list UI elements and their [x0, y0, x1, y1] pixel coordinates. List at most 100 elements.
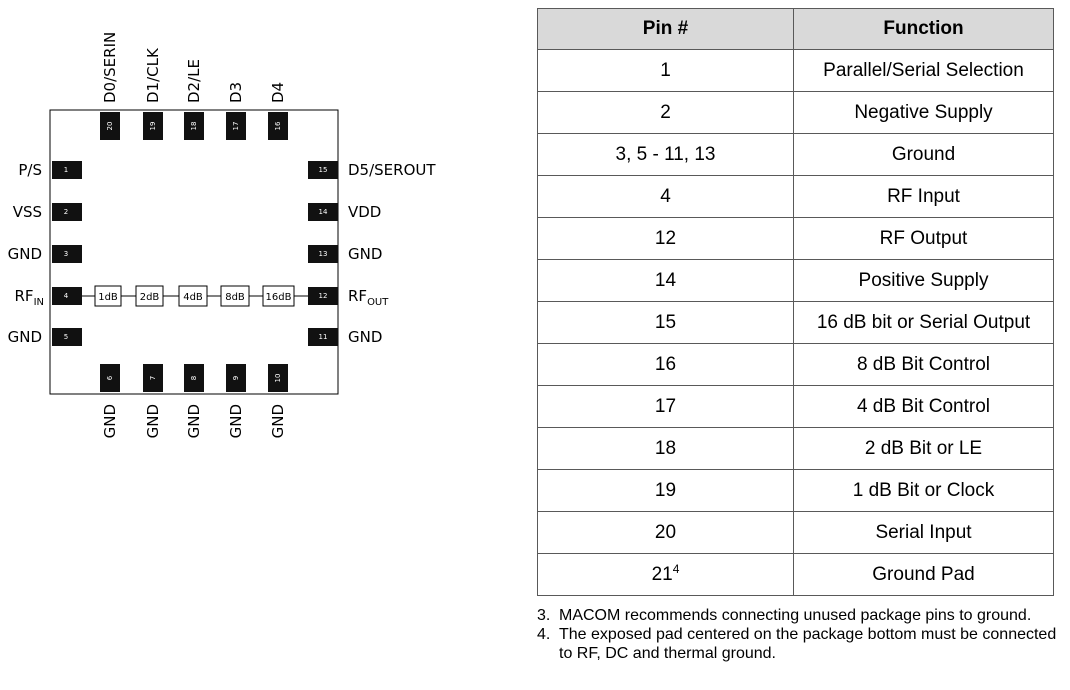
- pin-number: 17: [654, 395, 677, 417]
- pin-signal-label: D5/SEROUT: [348, 161, 436, 179]
- pin-number-label: 19: [149, 122, 157, 131]
- pin-signal-label: D1/CLK: [144, 47, 162, 103]
- table-row: 4 RF Input: [537, 175, 1054, 218]
- pin-number-label: 18: [190, 122, 198, 131]
- footnote-4: 4. The exposed pad centered on the packa…: [537, 625, 1057, 663]
- pin-signal-label: GND: [8, 245, 42, 263]
- function-cell: 8 dB Bit Control: [793, 343, 1054, 386]
- table-row: 14 Positive Supply: [537, 259, 1054, 302]
- pin-pad-top: [184, 112, 204, 140]
- pin-pad-left: [52, 203, 82, 221]
- footnote-ref: 4: [672, 561, 680, 576]
- function-cell: 2 dB Bit or LE: [793, 427, 1054, 470]
- pin-number-cell: 20: [537, 511, 794, 554]
- attenuator-label: 1dB: [98, 292, 118, 303]
- pin-function-table: Pin # Function 1 Parallel/Serial Selectio…: [537, 8, 1054, 596]
- function-cell: Ground Pad: [793, 553, 1054, 596]
- pin-number: 3, 5 - 11, 13: [615, 143, 716, 165]
- function-cell: Negative Supply: [793, 91, 1054, 134]
- table-row: 12 RF Output: [537, 217, 1054, 260]
- pin-number: 18: [654, 437, 677, 459]
- rf-out-subscript: OUT: [367, 297, 389, 308]
- table-row: 20 Serial Input: [537, 511, 1054, 554]
- pin-number-cell: 18: [537, 427, 794, 470]
- pin-pad-top: [268, 112, 288, 140]
- pin-number: 20: [654, 521, 677, 543]
- pin-signal-label: GND: [227, 404, 245, 438]
- pin-number-label: 3: [64, 250, 68, 258]
- attenuator-stage: [220, 285, 250, 307]
- pin-number-cell: 16: [537, 343, 794, 386]
- function-cell: 1 dB Bit or Clock: [793, 469, 1054, 512]
- pin-number-label: 16: [274, 121, 282, 130]
- pin-number-cell: 3, 5 - 11, 13: [537, 133, 794, 176]
- pin-number-cell: 214: [537, 553, 794, 596]
- pin-number: 2: [660, 101, 671, 123]
- pin-number-cell: 19: [537, 469, 794, 512]
- pin-signal-label: D3: [227, 82, 245, 103]
- pin-signal-label: D2/LE: [185, 59, 203, 103]
- attenuator-stage: [94, 285, 122, 307]
- pin-number-label: 17: [232, 122, 240, 131]
- pin-number-label: 7: [149, 376, 157, 380]
- pin-signal-label: RFOUT: [348, 287, 389, 308]
- pin-pad-top: [143, 112, 163, 140]
- pin-number-label: 15: [319, 166, 328, 174]
- pin-number-cell: 2: [537, 91, 794, 134]
- pin-pad-left: [52, 161, 82, 179]
- pin-pad-bottom: [184, 364, 204, 392]
- pin-number-cell: 14: [537, 259, 794, 302]
- pin-number: 21: [651, 563, 673, 585]
- pin-number: 15: [654, 311, 677, 333]
- pin-number: 19: [654, 479, 677, 501]
- pin-number-label: 8: [190, 376, 198, 380]
- footnote-number: 3.: [537, 607, 551, 624]
- function-cell: RF Output: [793, 217, 1054, 260]
- table-row: 15 16 dB bit or Serial Output: [537, 301, 1054, 344]
- function-cell: Parallel/Serial Selection: [793, 49, 1054, 92]
- pin-pad-right: [308, 161, 338, 179]
- attenuator-label: 8dB: [225, 292, 245, 303]
- pin-pad-top: [226, 112, 246, 140]
- package-body: [49, 109, 339, 395]
- pin-pad-left: [52, 245, 82, 263]
- pin-number-cell: 12: [537, 217, 794, 260]
- pin-number-cell: 1: [537, 49, 794, 92]
- pin-pad-bottom: [100, 364, 120, 392]
- pin-number-label: 20: [106, 122, 114, 131]
- pin-signal-label: GND: [8, 328, 42, 346]
- pin-number: 12: [654, 227, 677, 249]
- footnotes: 3. MACOM recommends connecting unused pa…: [537, 606, 1057, 663]
- pin-number-label: 12: [319, 292, 328, 300]
- function-cell: Serial Input: [793, 511, 1054, 554]
- pin-number-label: 2: [64, 208, 68, 216]
- attenuator-label: 2dB: [140, 292, 160, 303]
- pin-pad-right: [308, 245, 338, 263]
- function-cell: RF Input: [793, 175, 1054, 218]
- pin-signal-label: GND: [348, 328, 382, 346]
- pin-signal-label: VSS: [13, 203, 42, 221]
- pin-pad-top: [100, 112, 120, 140]
- pin-pad-bottom: [143, 364, 163, 392]
- function-cell: Positive Supply: [793, 259, 1054, 302]
- pin-number: 16: [654, 353, 677, 375]
- footnote-text: MACOM recommends connecting unused packa…: [559, 607, 1032, 624]
- function-cell: 16 dB bit or Serial Output: [793, 301, 1054, 344]
- function-cell: Ground: [793, 133, 1054, 176]
- pin-number: 14: [654, 269, 677, 291]
- pin-pad-right: [308, 203, 338, 221]
- pin-number: 4: [660, 185, 671, 207]
- pin-signal-label: VDD: [348, 203, 381, 221]
- pin-number-label: 4: [64, 292, 69, 300]
- pin-pad-left: [52, 328, 82, 346]
- table-header-row: Pin # Function: [537, 8, 1054, 50]
- pin-pad-left: [52, 287, 82, 305]
- pin-signal-label: GND: [101, 404, 119, 438]
- pin-number-cell: 15: [537, 301, 794, 344]
- pin-number: 1: [660, 59, 671, 81]
- pin-pad-right: [308, 328, 338, 346]
- pin-number-cell: 17: [537, 385, 794, 428]
- pin-number-label: 14: [319, 208, 328, 216]
